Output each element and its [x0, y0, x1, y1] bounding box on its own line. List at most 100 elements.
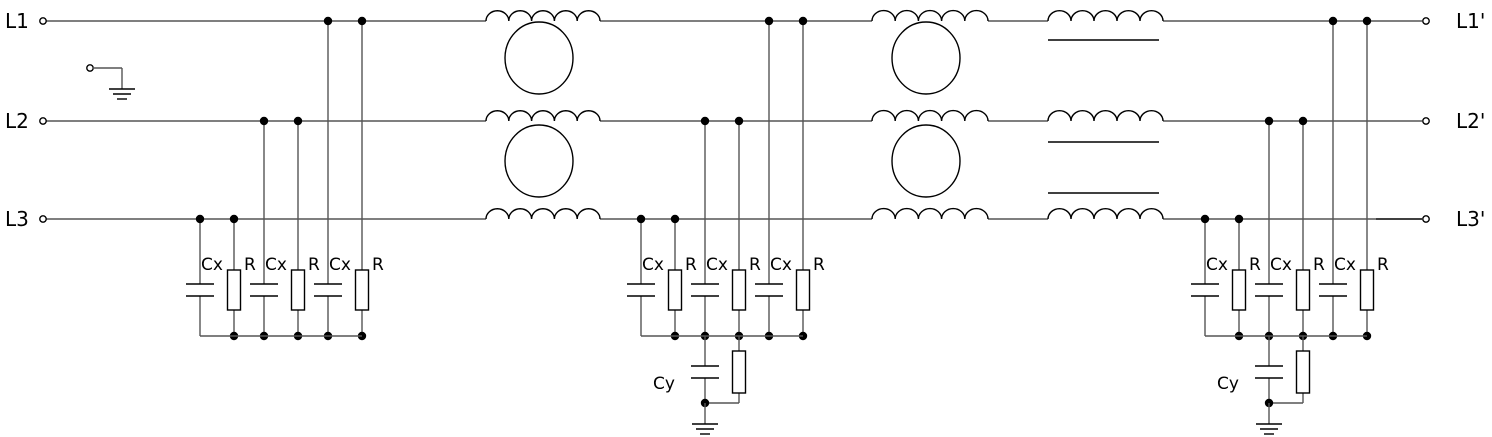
- output-terminal-label-l3: L3': [1456, 207, 1485, 231]
- junction-dot: [259, 116, 269, 126]
- dm-choke-winding: [1047, 10, 1164, 22]
- cx-capacitor: [1255, 121, 1283, 336]
- terminal-node: [39, 117, 47, 125]
- cx-label: Cx: [770, 255, 792, 275]
- bleed-resistor: [290, 121, 306, 336]
- cx-capacitor: [1319, 21, 1347, 336]
- junction-dot: [734, 116, 744, 126]
- terminal-node: [86, 64, 94, 72]
- cx-label: Cx: [201, 255, 223, 275]
- cx-capacitor: [1191, 219, 1219, 336]
- cx-capacitor: [314, 21, 342, 336]
- bleed-resistor: [226, 219, 242, 336]
- terminal-node: [39, 215, 47, 223]
- cx-capacitor: [250, 121, 278, 336]
- bleed-resistor: [731, 121, 747, 336]
- r-label: R: [1249, 255, 1261, 275]
- dm-choke-winding: [1047, 208, 1164, 220]
- resistor-body: [1295, 350, 1311, 394]
- junction-dot: [1200, 214, 1210, 224]
- cy-resistor: [731, 336, 747, 403]
- cm-choke-winding: [871, 9, 989, 22]
- cm-choke-winding: [485, 110, 601, 122]
- cx-capacitor: [627, 219, 655, 336]
- dm-choke-winding: [1047, 110, 1164, 122]
- cm-choke-core: [891, 21, 961, 95]
- junction-dot: [229, 214, 239, 224]
- junction-dot: [670, 214, 680, 224]
- r-label: R: [749, 255, 761, 275]
- junction-dot: [700, 116, 710, 126]
- terminal-node: [1422, 117, 1430, 125]
- bleed-resistor: [1359, 21, 1375, 336]
- cy-label: Cy: [653, 374, 675, 394]
- junction-dot: [357, 16, 367, 26]
- r-label: R: [1377, 255, 1389, 275]
- bleed-resistor: [667, 219, 683, 336]
- junction-dot: [323, 16, 333, 26]
- cm-choke-winding: [871, 109, 989, 122]
- cx-label: Cx: [1270, 255, 1292, 275]
- resistor-body: [354, 269, 370, 311]
- junction-dot: [1298, 116, 1308, 126]
- r-label: R: [308, 255, 320, 275]
- cx-label: Cx: [265, 255, 287, 275]
- junction-dot: [1362, 16, 1372, 26]
- bleed-resistor: [1295, 121, 1311, 336]
- r-label: R: [685, 255, 697, 275]
- r-label: R: [372, 255, 384, 275]
- cx-capacitor: [691, 121, 719, 336]
- chassis-ground-symbol: [109, 88, 135, 100]
- resistor-body: [731, 350, 747, 394]
- resistor-body: [731, 269, 747, 311]
- bleed-resistor: [1231, 219, 1247, 336]
- cm-choke-winding: [871, 207, 989, 220]
- cx-label: Cx: [1206, 255, 1228, 275]
- r-label: R: [813, 255, 825, 275]
- input-terminal-label-l2: L2: [5, 109, 29, 133]
- cx-label: Cx: [642, 255, 664, 275]
- output-terminal-label-l1: L1': [1456, 9, 1485, 33]
- resistor-body: [1231, 269, 1247, 311]
- junction-dot: [764, 16, 774, 26]
- terminal-node: [1422, 17, 1430, 25]
- cy-capacitor: [691, 336, 719, 403]
- resistor-body: [1295, 269, 1311, 311]
- cm-choke-core: [504, 124, 574, 198]
- cx-label: Cx: [1334, 255, 1356, 275]
- resistor-body: [226, 269, 242, 311]
- junction-dot: [1264, 116, 1274, 126]
- terminal-node: [39, 17, 47, 25]
- cm-choke-winding: [485, 10, 601, 22]
- bleed-resistor: [354, 21, 370, 336]
- r-label: R: [1313, 255, 1325, 275]
- cx-label: Cx: [329, 255, 351, 275]
- junction-dot: [293, 116, 303, 126]
- junction-dot: [636, 214, 646, 224]
- terminal-node: [1422, 215, 1430, 223]
- junction-dot: [195, 214, 205, 224]
- cx-capacitor: [755, 21, 783, 336]
- bleed-resistor: [795, 21, 811, 336]
- cm-choke-core: [891, 124, 961, 198]
- cy-label: Cy: [1217, 374, 1239, 394]
- cm-choke-winding: [485, 208, 601, 220]
- cx-label: Cx: [706, 255, 728, 275]
- junction-dot: [1234, 214, 1244, 224]
- cy-capacitor: [1255, 336, 1283, 403]
- resistor-body: [290, 269, 306, 311]
- output-terminal-label-l2: L2': [1456, 109, 1485, 133]
- cy-resistor: [1295, 336, 1311, 403]
- earth-ground-symbol: [692, 423, 718, 435]
- r-label: R: [244, 255, 256, 275]
- cm-choke-core: [504, 21, 574, 95]
- input-terminal-label-l1: L1: [5, 9, 29, 33]
- resistor-body: [667, 269, 683, 311]
- junction-dot: [798, 16, 808, 26]
- input-terminal-label-l3: L3: [5, 207, 29, 231]
- junction-dot: [1328, 16, 1338, 26]
- cx-capacitor: [186, 219, 214, 336]
- earth-ground-symbol: [1256, 423, 1282, 435]
- resistor-body: [1359, 269, 1375, 311]
